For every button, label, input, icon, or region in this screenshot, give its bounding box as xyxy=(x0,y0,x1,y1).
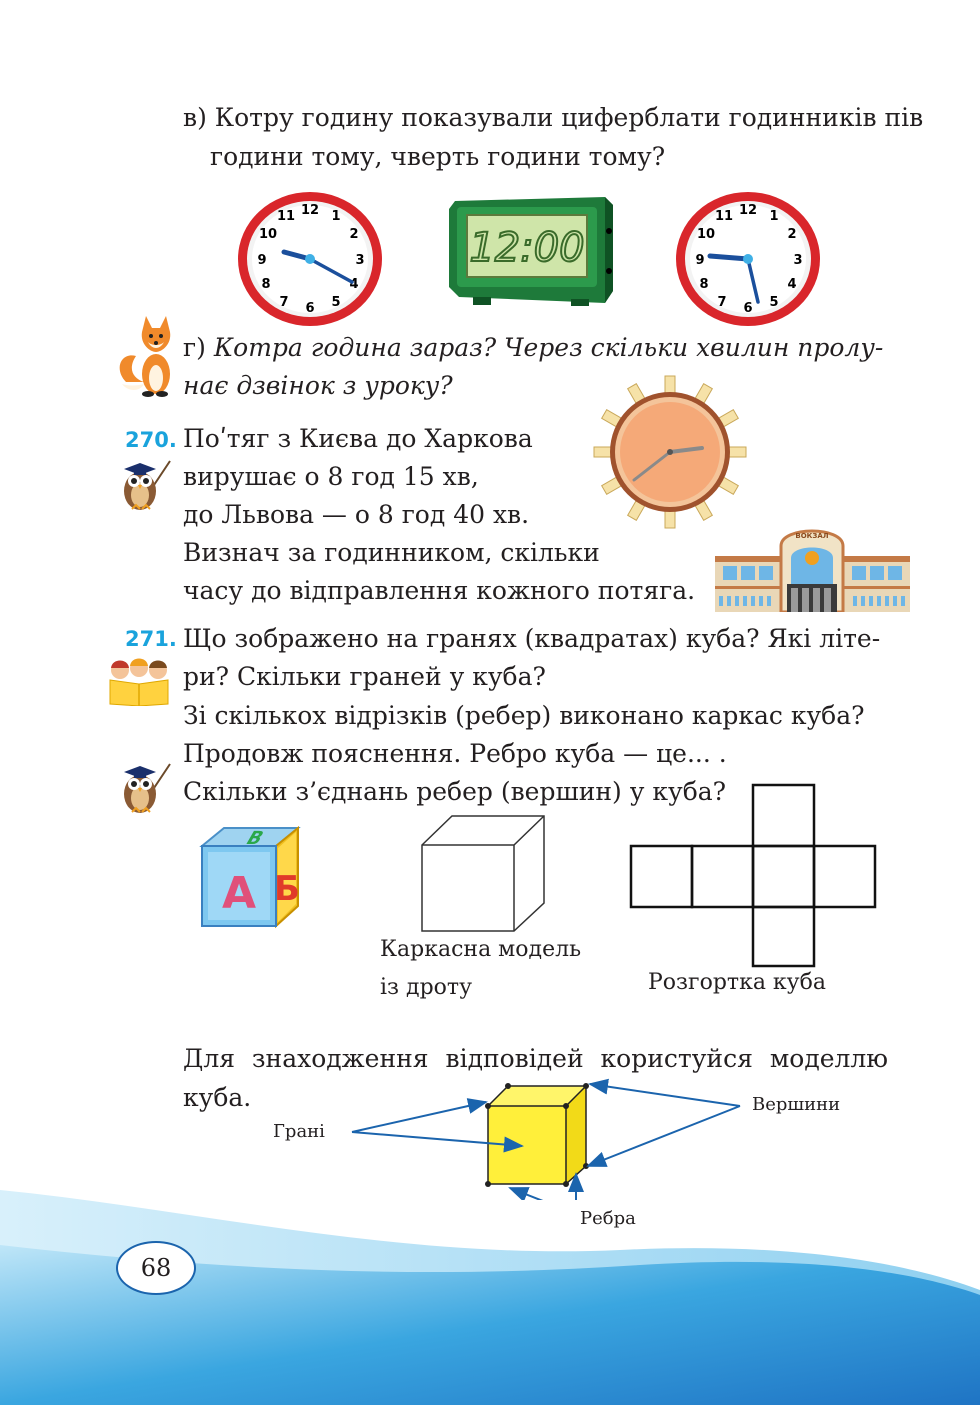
hint-line2: куба. xyxy=(183,1083,252,1112)
dial-12: 12 xyxy=(739,203,757,218)
fox-mascot-icon xyxy=(119,316,171,397)
net-caption: Розгортка куба xyxy=(648,970,826,995)
dial-5: 5 xyxy=(331,295,340,310)
task-270-line4: Визнач за годинником, скільки xyxy=(183,538,600,567)
task-270-number: 270. xyxy=(125,428,177,452)
task-271-line2: ри? Скільки граней у куба? xyxy=(183,662,546,691)
page-number-badge: 68 xyxy=(116,1241,196,1295)
cube-net xyxy=(629,783,877,968)
railway-station-icon: ВОКЗАЛ xyxy=(715,529,910,612)
task-g-text1: Котра година зараз? Через скільки хвилин… xyxy=(213,333,884,362)
task-g-letter: г) xyxy=(183,333,206,362)
task-270-line5: часу до відправлення кожного потяга. xyxy=(183,576,696,605)
children-reading-icon xyxy=(109,658,169,706)
dial-1: 1 xyxy=(331,209,340,224)
dial-6: 6 xyxy=(743,301,752,316)
dial-8: 8 xyxy=(699,277,708,292)
dial-3: 3 xyxy=(355,253,364,268)
label-edges: Ребра xyxy=(580,1208,636,1229)
analog-clock-1: 12 1 2 3 4 5 6 7 8 9 10 11 xyxy=(238,192,382,326)
bottom-wave xyxy=(0,1190,980,1405)
station-sign: ВОКЗАЛ xyxy=(795,532,828,540)
dial-2: 2 xyxy=(349,227,358,242)
dial-6: 6 xyxy=(305,301,314,316)
letter-block-cube: А Б В xyxy=(199,826,301,929)
owl-teacher-icon xyxy=(124,460,171,510)
dial-4: 4 xyxy=(349,277,358,292)
dial-7: 7 xyxy=(279,295,288,310)
task-271-number: 271. xyxy=(125,627,177,651)
block-letter-a: А xyxy=(222,868,256,919)
page-number: 68 xyxy=(140,1254,172,1282)
dial-10: 10 xyxy=(259,227,277,242)
hint-line1: Для знаходження відповідей користуйся мо… xyxy=(183,1044,889,1073)
dial-12: 12 xyxy=(301,203,319,218)
analog-clock-2: 12 1 2 3 4 5 6 7 8 9 10 11 xyxy=(676,192,820,326)
task-271-line3: Зі скількох відрізків (ребер) виконано к… xyxy=(183,701,865,730)
wire-caption-2: із дроту xyxy=(380,975,473,1000)
owl-teacher-icon xyxy=(124,763,171,813)
task-271-line4: Продовж пояснення. Ребро куба — це... . xyxy=(183,739,727,768)
dial-1: 1 xyxy=(769,209,778,224)
task-270-line3: до Львова — о 8 год 40 хв. xyxy=(183,500,530,529)
task-g-line1: г) Котра година зараз? Через скільки хви… xyxy=(183,332,883,364)
task-g-line2: нає дзвінок з уроку? xyxy=(183,371,453,400)
dial-11: 11 xyxy=(277,209,295,224)
task-270-line2: вирушає о 8 год 15 хв, xyxy=(183,462,479,491)
dial-11: 11 xyxy=(715,209,733,224)
dial-8: 8 xyxy=(261,277,270,292)
dial-7: 7 xyxy=(717,295,726,310)
digital-time: 12:00 xyxy=(469,225,584,271)
dial-5: 5 xyxy=(769,295,778,310)
task-271-line5: Скільки з’єднань ребер (вершин) у куба? xyxy=(183,777,727,806)
dial-3: 3 xyxy=(793,253,802,268)
dial-9: 9 xyxy=(695,253,704,268)
task-v-line2: години тому, чверть години тому? xyxy=(210,142,666,171)
dial-2: 2 xyxy=(787,227,796,242)
dial-4: 4 xyxy=(787,277,796,292)
dial-9: 9 xyxy=(257,253,266,268)
task-271-line1: Що зображено на гранях (квадратах) куба?… xyxy=(183,624,881,653)
wire-frame-cube xyxy=(421,815,545,932)
label-faces: Грані xyxy=(273,1121,325,1142)
wire-caption-1: Каркасна модель xyxy=(380,937,582,962)
cube-model-diagram xyxy=(351,1078,741,1200)
digital-clock: 12:00 xyxy=(449,197,613,306)
station-clock xyxy=(593,375,747,529)
task-v-line1: в) Котру годину показували циферблати го… xyxy=(183,103,924,132)
label-vertices: Вершини xyxy=(752,1094,841,1115)
task-270-line1: Поʹтяг з Києва до Харкова xyxy=(183,424,533,453)
block-letter-b: Б xyxy=(274,869,300,909)
dial-10: 10 xyxy=(697,227,715,242)
